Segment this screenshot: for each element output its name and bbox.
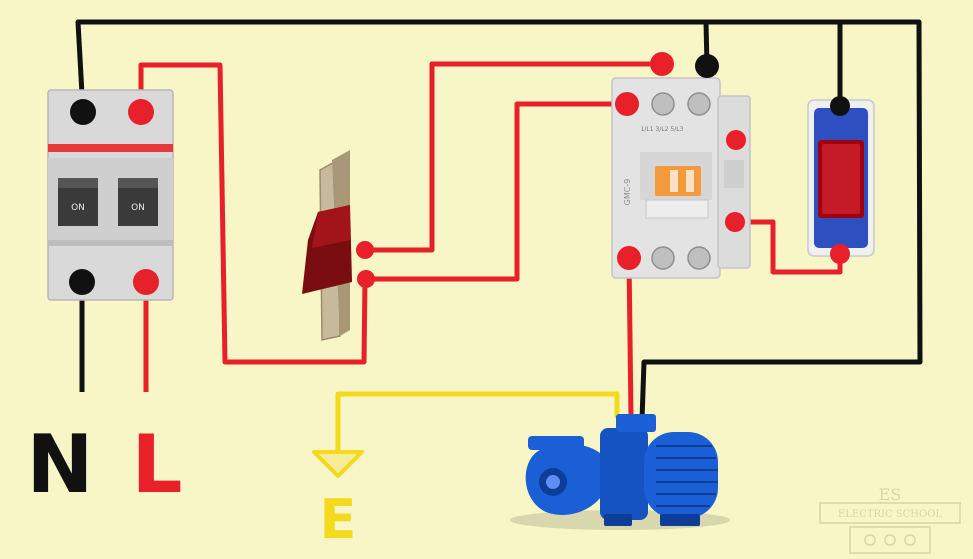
- contactor-l1-terminal: [650, 52, 674, 76]
- terminal-dots: [69, 52, 850, 295]
- switch-terminal-bottom: [357, 270, 375, 288]
- auxiliary-contact-bottom-terminal: [725, 212, 745, 232]
- breaker-top-live-terminal: [128, 99, 154, 125]
- contactor-model: GMC-9: [623, 179, 632, 206]
- contactor-top-neutral-terminal: [695, 54, 719, 78]
- breaker-bottom-neutral-terminal: [69, 269, 95, 295]
- earth-wire: [335, 391, 620, 450]
- pump-motor-icon: [510, 414, 730, 530]
- watermark: ES ELECTRIC SCHOOL: [819, 485, 961, 554]
- contactor-t1-terminal: [617, 246, 641, 270]
- switch-terminal-top: [356, 241, 374, 259]
- neutral-label: N: [27, 418, 94, 511]
- contactor-terminal-labels: 1/L1 3/L2 5/L3: [641, 126, 684, 133]
- lamp-bottom-terminal: [830, 244, 850, 264]
- contactor-a1-terminal: [615, 92, 639, 116]
- rocker-switch-icon: [302, 150, 352, 341]
- lamp-top-terminal: [830, 96, 850, 116]
- watermark-text: ELECTRIC SCHOOL: [838, 509, 942, 520]
- indicator-lamp-icon: [807, 99, 875, 257]
- breaker-bottom-live-terminal: [133, 269, 159, 295]
- arrow-down-icon: [312, 450, 364, 478]
- breaker-handle-left-label: ON: [71, 203, 85, 213]
- auxiliary-contact-top-terminal: [726, 130, 746, 150]
- breaker-top-neutral-terminal: [70, 99, 96, 125]
- earth-label: E: [320, 488, 357, 551]
- breaker-handle-right-label: ON: [131, 203, 145, 213]
- live-label: L: [132, 418, 183, 511]
- watermark-logo: ES: [879, 485, 902, 504]
- circuit-breaker: ON ON: [47, 89, 174, 301]
